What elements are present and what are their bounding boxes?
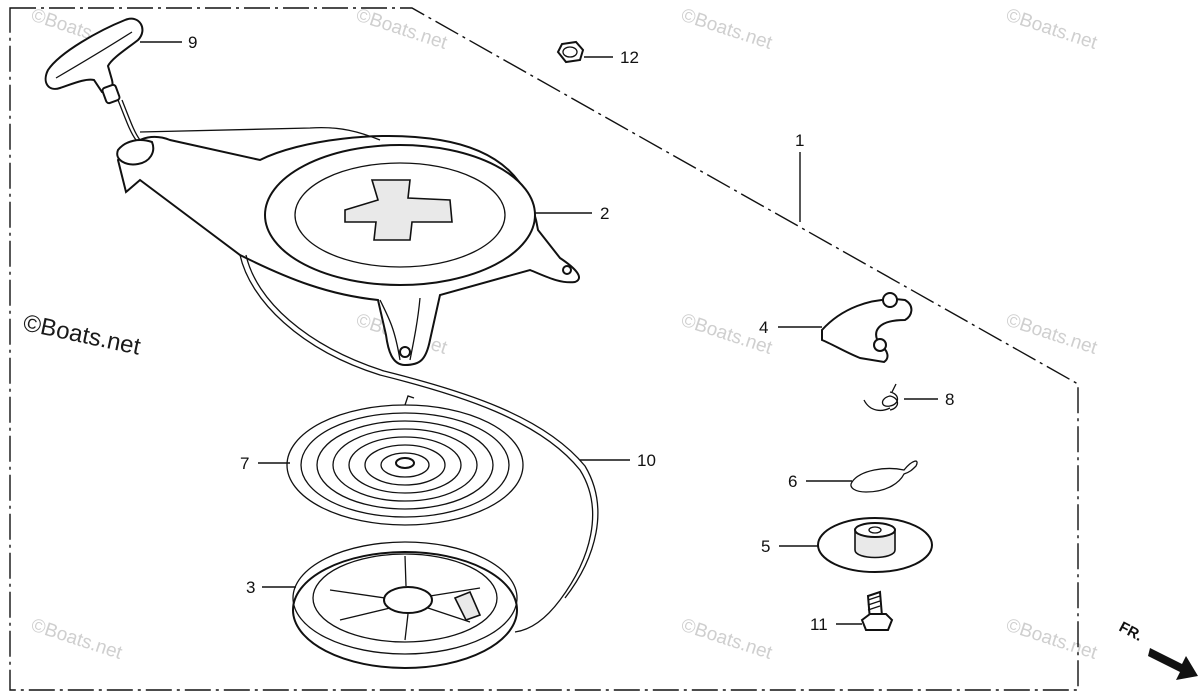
setting-bolt	[860, 590, 894, 631]
friction-spring	[850, 460, 918, 493]
starter-reel	[292, 541, 518, 669]
ratchet-spring	[863, 383, 899, 412]
front-indicator: FR.	[1116, 619, 1198, 680]
assembly-boundary	[9, 7, 1079, 691]
watermarks: ©Boats.net ©Boats.net ©Boats.net ©Boats.…	[21, 5, 1101, 664]
callout-12: 12	[620, 48, 639, 67]
friction-plate	[817, 517, 933, 573]
recoil-spring	[286, 395, 524, 526]
watermark-2: ©Boats.net	[353, 5, 450, 54]
callout-11: 11	[810, 615, 828, 634]
watermark-10: ©Boats.net	[678, 615, 775, 664]
watermark-7: ©Boats.net	[1003, 310, 1100, 359]
flange-nut	[556, 40, 585, 64]
watermark-11: ©Boats.net	[1003, 615, 1100, 664]
watermark-3: ©Boats.net	[678, 5, 775, 54]
ratchet	[821, 292, 913, 364]
watermark-8: ©Boats.net	[28, 615, 125, 664]
starter-case	[116, 126, 580, 367]
callout-3: 3	[246, 578, 255, 597]
callout-9: 9	[188, 33, 197, 52]
starter-grip	[44, 17, 144, 141]
callout-1: 1	[795, 131, 804, 150]
callout-6: 6	[788, 472, 797, 491]
callout-4: 4	[759, 318, 768, 337]
front-label: FR.	[1116, 619, 1145, 645]
callout-2: 2	[600, 204, 609, 223]
callout-5: 5	[761, 537, 770, 556]
watermark-4: ©Boats.net	[1003, 5, 1100, 54]
callout-10: 10	[637, 451, 656, 470]
callout-8: 8	[945, 390, 954, 409]
callouts: 9 12 1 2 4 8 10 7 6 5 3 11	[188, 33, 954, 634]
starter-rope	[239, 254, 599, 633]
front-arrow-icon	[1148, 648, 1198, 680]
leader-lines	[140, 41, 938, 625]
watermark-main: ©Boats.net	[21, 309, 143, 360]
callout-7: 7	[240, 454, 249, 473]
